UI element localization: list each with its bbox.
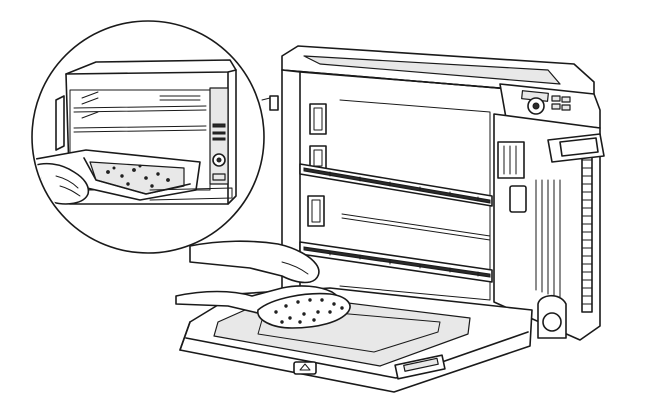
rack-slot-lower <box>307 195 325 227</box>
sponge-icon <box>257 292 351 329</box>
inset-circle <box>31 20 265 254</box>
door-badge <box>293 361 317 375</box>
heating-element-lower[interactable] <box>299 241 493 283</box>
control-panel <box>499 83 601 129</box>
rack-slot-upper <box>309 103 327 171</box>
oven-body <box>269 45 605 341</box>
hand-upper <box>189 240 320 284</box>
side-vents <box>497 141 593 313</box>
inset-crumb-tray <box>34 149 233 201</box>
heating-element-upper[interactable] <box>299 163 493 207</box>
